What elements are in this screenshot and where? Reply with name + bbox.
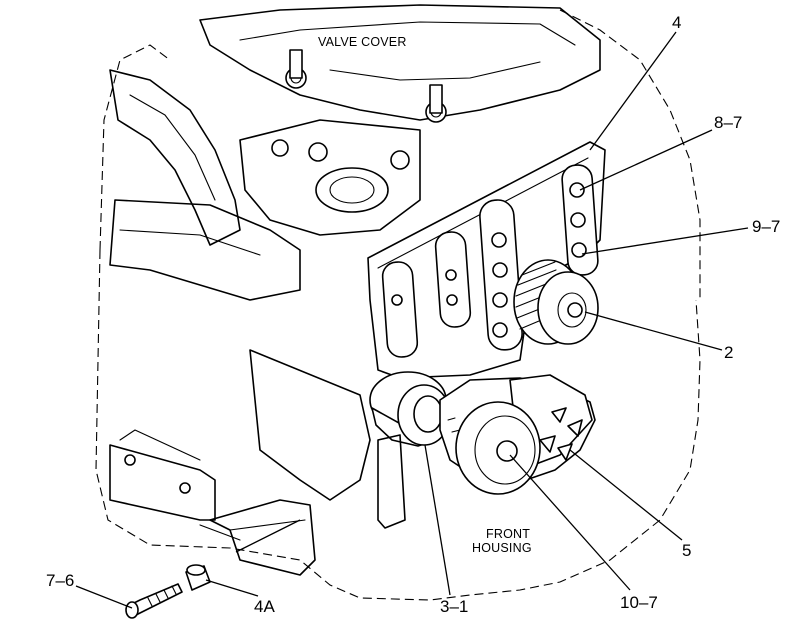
callout-9-7: 9–7 (752, 217, 780, 236)
front-housing-label-line1: FRONT (486, 527, 530, 541)
leader-4 (589, 31, 677, 151)
callout-10-7: 10–7 (620, 593, 658, 612)
belt-tensioner (439, 374, 596, 495)
leader-9-7 (581, 227, 749, 255)
leader-7-6 (75, 585, 133, 609)
idler-pulley (369, 371, 451, 447)
valve-cover (199, 4, 601, 123)
leader-3-1 (424, 444, 451, 596)
leader-5 (569, 449, 683, 541)
callout-3-1: 3–1 (440, 597, 468, 616)
valve-cover-label: VALVE COVER (318, 35, 407, 49)
callout-4: 4 (672, 13, 681, 32)
callout-4a: 4A (254, 597, 275, 616)
callout-8-7: 8–7 (714, 113, 742, 132)
leader-8-7 (579, 129, 713, 191)
leader-4a-bracket (235, 519, 301, 553)
callout-2: 2 (724, 343, 733, 362)
callout-7-6: 7–6 (46, 571, 74, 590)
engine-block-outline (95, 9, 701, 601)
leader-10-7 (509, 454, 631, 591)
leader-4a (205, 579, 259, 597)
alternator-pulley (513, 259, 599, 345)
lower-bracket (109, 349, 406, 576)
intake-manifold (109, 69, 421, 301)
bolt-7-6 (125, 583, 183, 619)
spacer-4a (185, 564, 211, 591)
callout-5: 5 (682, 541, 691, 560)
front-housing-label-line2: HOUSING (472, 541, 532, 555)
leader-lines (75, 31, 749, 609)
leader-2 (584, 311, 723, 351)
